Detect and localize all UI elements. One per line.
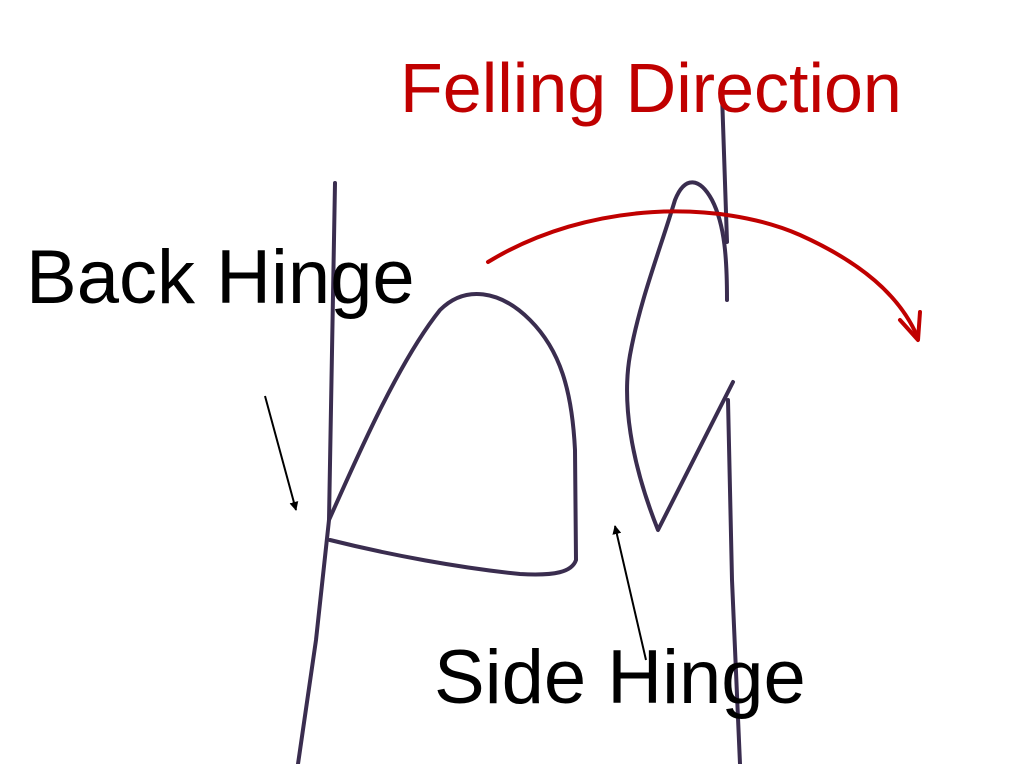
falling-piece-outline <box>625 180 735 532</box>
felling-direction-arrowhead <box>898 310 922 342</box>
back-hinge-label: Back Hinge <box>26 235 415 320</box>
side-hinge-label: Side Hinge <box>434 635 806 720</box>
trunk-right-edge-lower <box>726 398 742 764</box>
trunk-left-edge <box>296 181 337 764</box>
felling-direction-label: Felling Direction <box>400 49 902 127</box>
back-hinge-pointer-arrow <box>264 395 299 511</box>
trunk-right-edge-upper <box>720 92 729 244</box>
notch-outline <box>327 292 578 577</box>
side-hinge-pointer-arrow <box>612 525 647 661</box>
felling-direction-arrow <box>486 209 920 340</box>
